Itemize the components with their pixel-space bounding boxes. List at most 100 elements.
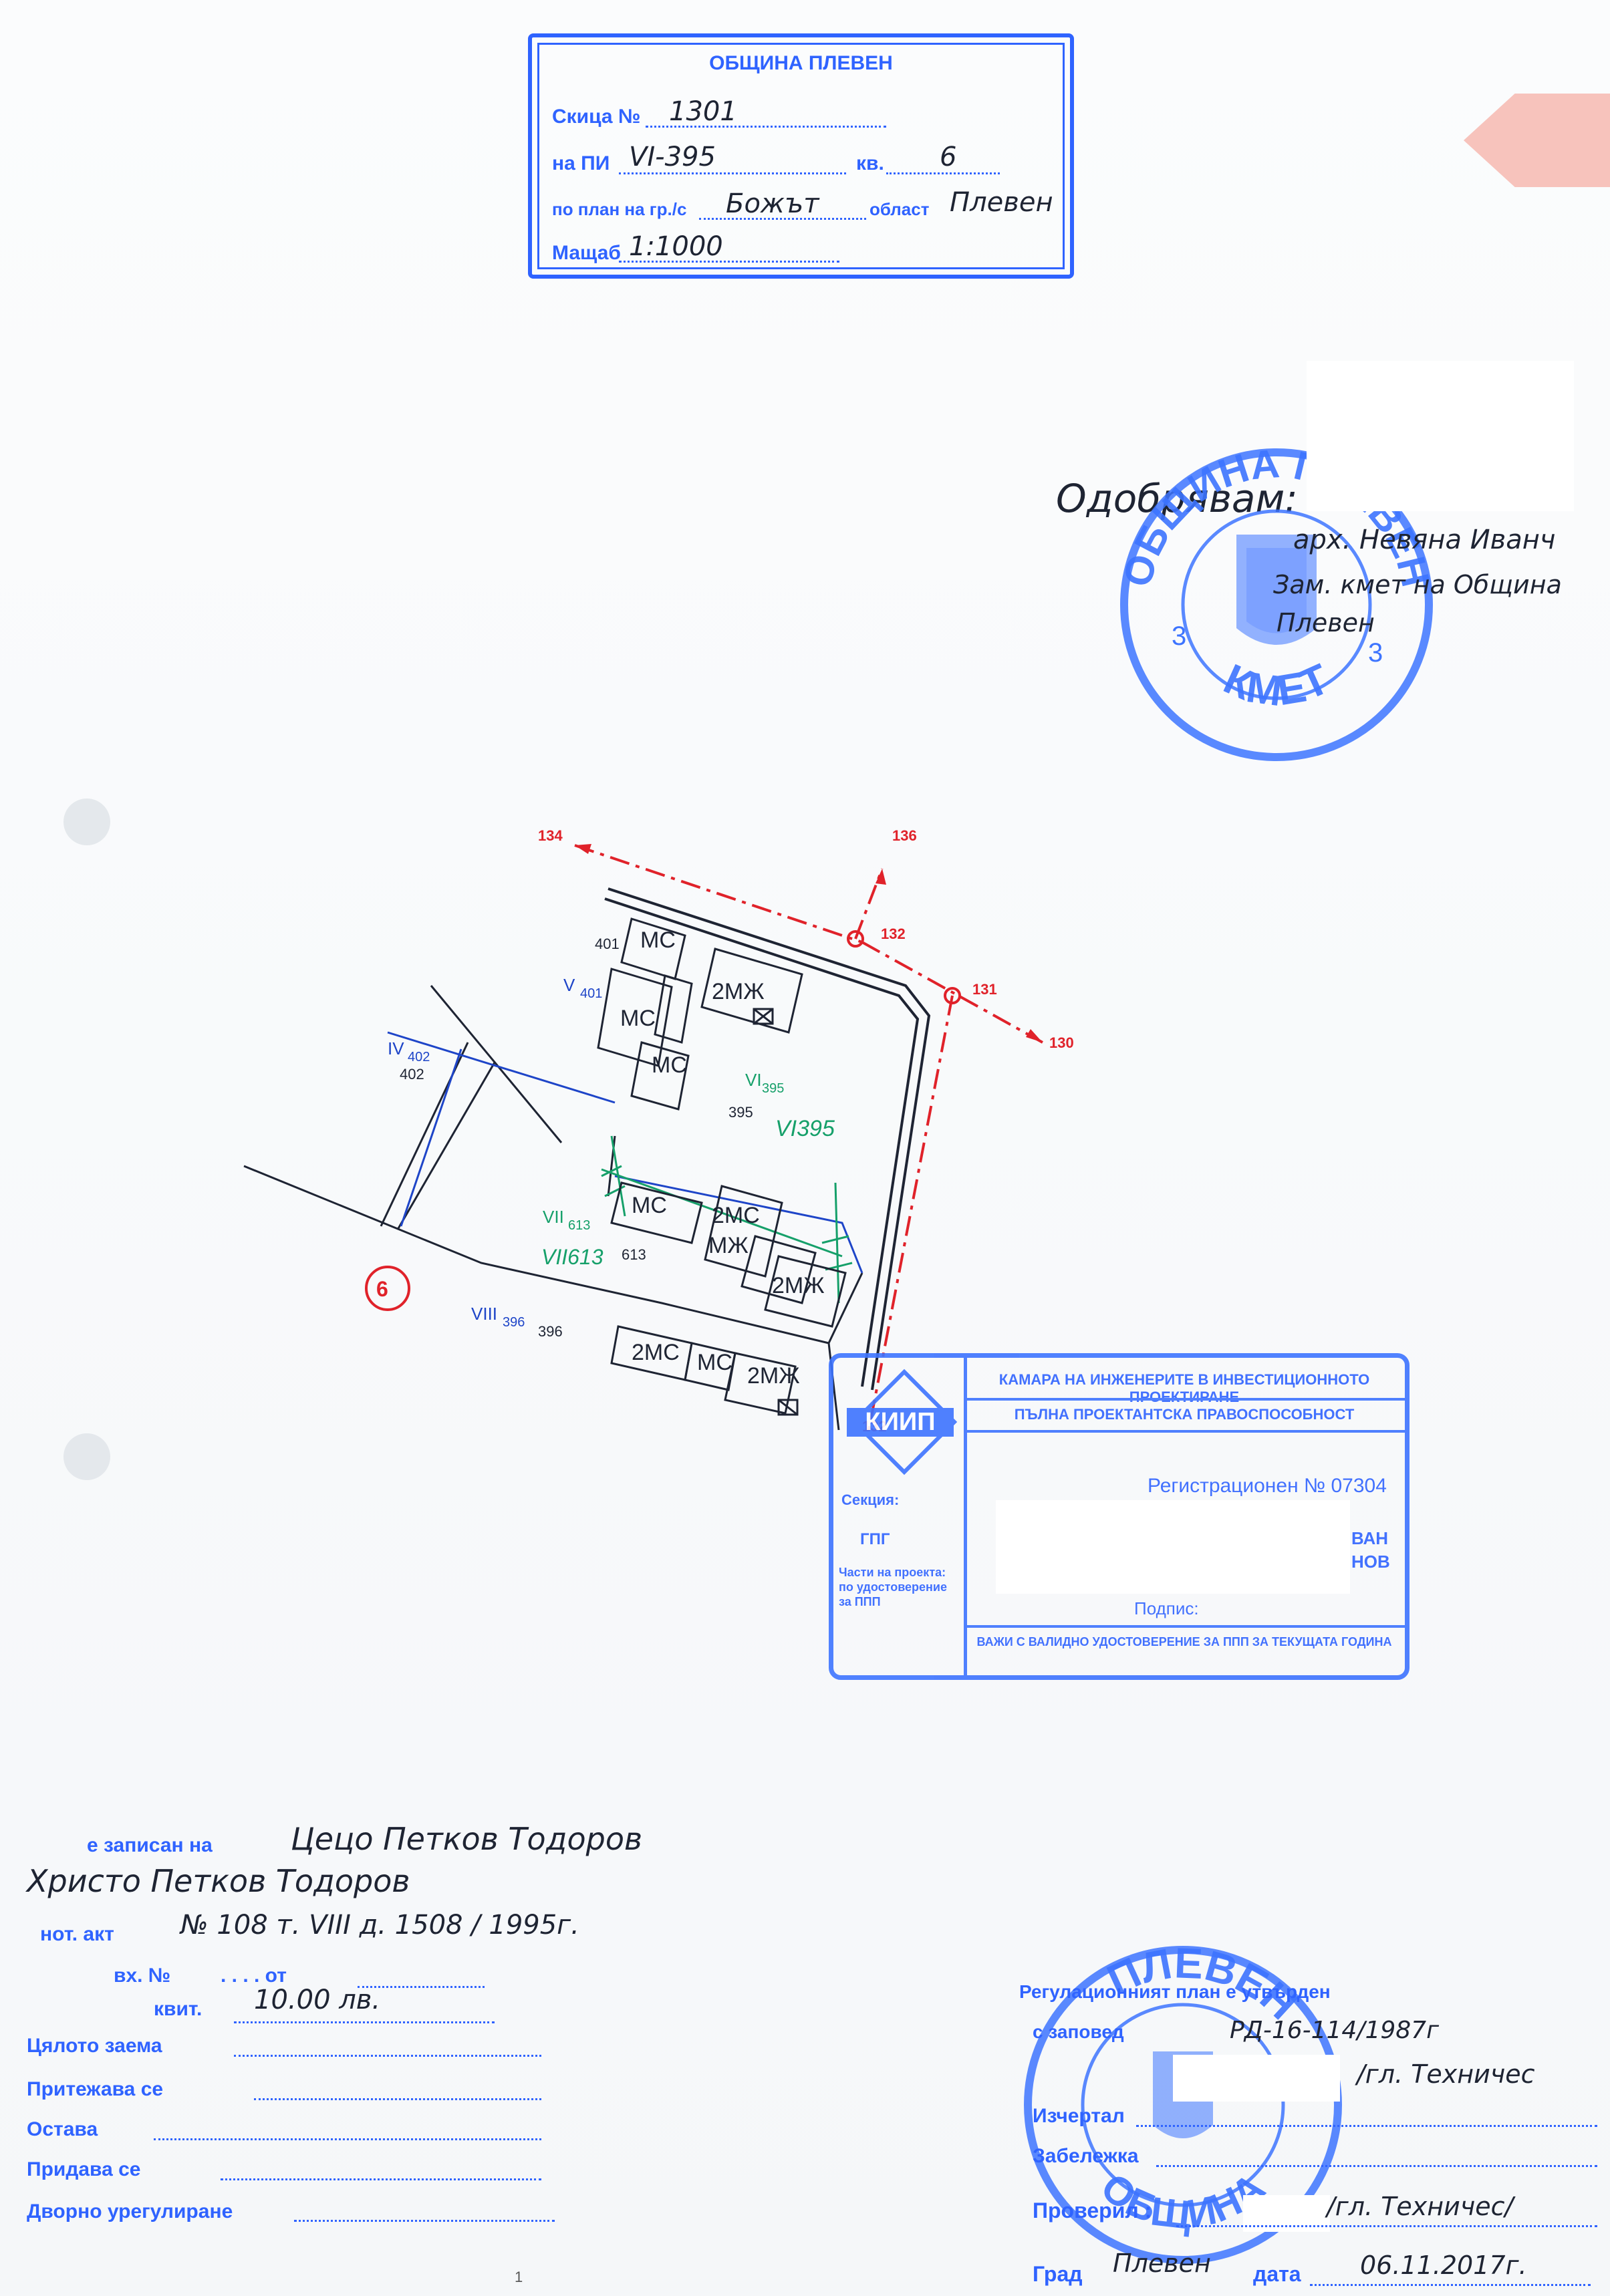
deed-value: № 108 т. VIII д. 1508 / 1995г. [180, 1910, 579, 1941]
kiip-name-2: НОВ [1351, 1552, 1390, 1572]
scale-value: 1:1000 [629, 231, 723, 262]
fee-value: 10.00 лв. [254, 1985, 381, 2015]
building-label: МЖ [708, 1233, 749, 1258]
building-label: МС [640, 927, 676, 953]
kiip-sign: Подпис: [1134, 1598, 1199, 1618]
date-value: 06.11.2017г. [1360, 2251, 1527, 2280]
top-stamp-label-oblast: област [869, 199, 930, 219]
checked-label: Проверил : [1033, 2198, 1152, 2222]
building-label: МС [620, 1006, 656, 1031]
kiip-stamp: КАМАРА НА ИНЖЕНЕРИТЕ В ИНВЕСТИЦИОННОТО П… [829, 1353, 1410, 1680]
lot-label-viii396: VIII [471, 1304, 497, 1324]
top-stamp: ОБЩИНА ПЛЕВЕН Скица № 1301 на ПИ VI-395 … [528, 33, 1074, 279]
lot-label-vi395-green: VI395 [775, 1116, 835, 1141]
redaction-box [1173, 2055, 1340, 2102]
top-stamp-label-kv: кв. [856, 152, 884, 174]
point-130: 130 [1049, 1034, 1074, 1051]
lot-label-vi395: VI [745, 1070, 762, 1090]
row3-value: . . . . от [221, 1965, 287, 1987]
lot-label-vi395-sub: 395 [762, 1081, 784, 1096]
town-name: Божът [726, 188, 819, 219]
fee-label: квит. [154, 1998, 203, 2020]
approver-position: Зам. кмет на Община [1273, 570, 1562, 599]
lot-label-vii613-green: VII613 [541, 1245, 603, 1269]
lot-label-v401-sub: 401 [580, 986, 602, 1001]
block-number: 6 [940, 142, 957, 172]
block-label: 6 [376, 1277, 388, 1301]
lot-label-iv402: IV [388, 1038, 404, 1058]
mayor-seal-left-num: 3 [1172, 621, 1186, 651]
approved-plan-label: Регулационният план е утвърден [1019, 1981, 1331, 2002]
point-132: 132 [881, 925, 906, 942]
building-label: 2МЖ [712, 979, 765, 1004]
form-line-7: Остава [27, 2118, 98, 2140]
top-stamp-label-3: по план на гр./с [552, 199, 687, 219]
redaction-box [996, 1500, 1350, 1594]
building-label: 2МС [632, 1340, 680, 1365]
drafted-label: Изчертал [1033, 2105, 1125, 2127]
top-stamp-label-2: на ПИ [552, 152, 610, 174]
mayor-seal-right-num: 3 [1368, 638, 1383, 668]
lot-number: VI-395 [629, 142, 716, 172]
kiip-parts: Части на проекта: по удостоверение за ПП… [839, 1566, 947, 1608]
order-label: с заповед [1033, 2021, 1124, 2042]
lot-label-viii396-sub: 396 [503, 1315, 525, 1330]
kiip-section-label: Секция: [841, 1491, 900, 1508]
city-value: Плевен [1113, 2249, 1211, 2278]
top-stamp-label-4: Мащаб [552, 242, 621, 264]
region-name: Плевен [950, 187, 1053, 218]
kiip-org: КАМАРА НА ИНЖЕНЕРИТЕ В ИНВЕСТИЦИОННОТО П… [998, 1371, 1370, 1405]
checked-value: /гл. Техничес/ [1327, 2192, 1514, 2221]
deed-label: нот. акт [40, 1923, 114, 1945]
lot-label-vii613-sub: 613 [568, 1218, 590, 1233]
approver-name: арх. Невяна Иванч [1293, 525, 1556, 555]
building-label: МС [632, 1193, 667, 1218]
lot-label-v401: V [563, 975, 575, 995]
approver-city: Плевен [1277, 608, 1375, 637]
building-label: 2МС [712, 1203, 760, 1228]
kiip-logo: КИИП [847, 1369, 958, 1475]
building-label: 2МЖ [747, 1363, 800, 1389]
kiip-validity: ВАЖИ С ВАЛИДНО УДОСТОВЕРЕНИЕ ЗА ППП ЗА Т… [976, 1635, 1392, 1648]
form-line-8: Придава се [27, 2158, 141, 2180]
owner-1: Цецо Петков Тодоров [291, 1821, 643, 1857]
redaction-box [1307, 361, 1574, 511]
point-134: 134 [538, 827, 563, 844]
lot-number-613: 613 [622, 1246, 646, 1263]
kiip-name-1: ВАН [1351, 1528, 1389, 1548]
top-stamp-label-1: Скица № [552, 106, 641, 128]
top-stamp-title: ОБЩИНА ПЛЕВЕН [709, 52, 893, 74]
order-value: РД-16-114/1987г [1230, 2017, 1439, 2044]
lot-number-401: 401 [595, 936, 620, 952]
lot-number-402: 402 [400, 1066, 424, 1083]
kiip-section: ГПГ [860, 1530, 890, 1548]
point-136: 136 [892, 827, 917, 844]
punch-hole [63, 1433, 110, 1480]
form-line-5: Цялото заема [27, 2035, 162, 2057]
building-label: МС [697, 1350, 732, 1375]
building-label: МС [652, 1052, 687, 1078]
lot-number-395: 395 [728, 1104, 753, 1121]
punch-hole [63, 799, 110, 845]
kiip-reg: Регистрационен № 07304 [1148, 1475, 1387, 1497]
owner-label: е записан на [87, 1834, 213, 1856]
lot-label-vii613: VII [543, 1207, 564, 1227]
note-label: Забележка [1033, 2145, 1139, 2167]
owner-2: Христо Петков Тодоров [27, 1863, 410, 1899]
sheet-number: 1301 [669, 96, 737, 127]
page-number: 1 [515, 2269, 523, 2285]
city-label: Град [1033, 2262, 1083, 2286]
tech-1: /гл. Техничес [1357, 2059, 1535, 2089]
row3-label: вх. № [114, 1965, 171, 1987]
point-131: 131 [972, 981, 997, 998]
form-line-9: Дворно урегулиране [27, 2200, 233, 2222]
block-circle [365, 1266, 410, 1311]
date-label: дата [1253, 2262, 1301, 2286]
lot-label-iv402-sub: 402 [408, 1050, 430, 1064]
kiip-logo-text: КИИП [847, 1408, 954, 1437]
kiip-capacity: ПЪЛНА ПРОЕКТАНТСКА ПРАВОСПОСОБНОСТ [1014, 1406, 1355, 1423]
lot-number-396: 396 [538, 1323, 563, 1340]
building-label: 2МЖ [772, 1273, 825, 1298]
